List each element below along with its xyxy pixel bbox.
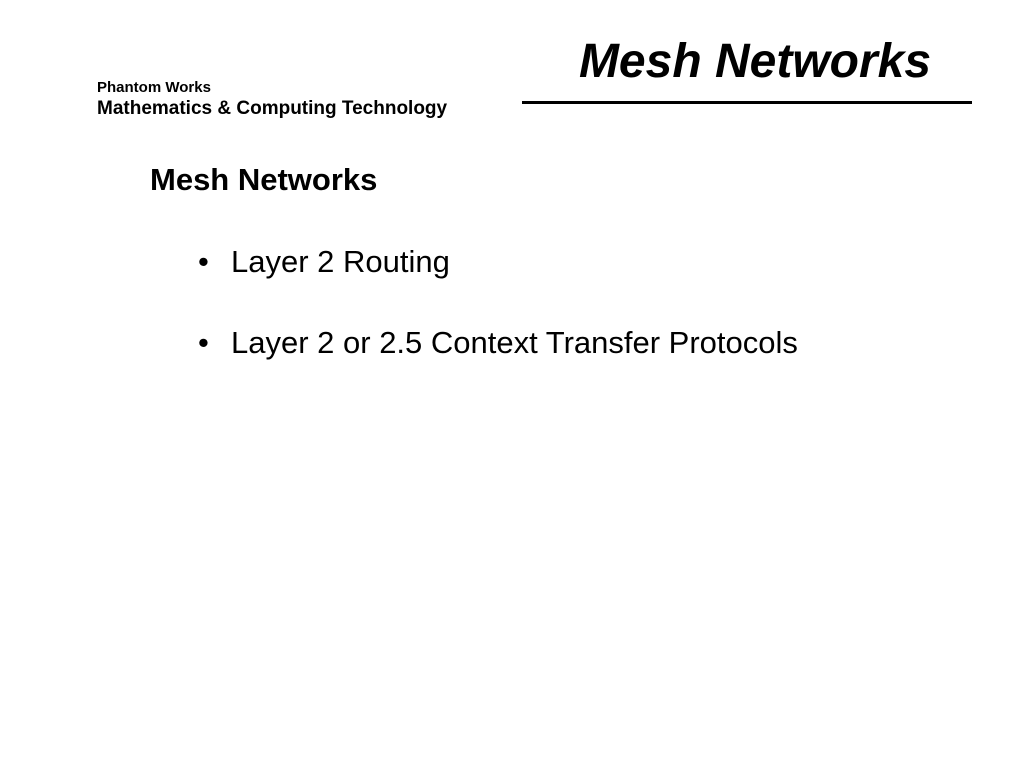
section-heading: Mesh Networks bbox=[150, 162, 378, 197]
department-name: Mathematics & Computing Technology bbox=[97, 98, 448, 119]
bullet-text: Layer 2 or 2.5 Context Transfer Protocol… bbox=[231, 325, 798, 360]
organization-name: Phantom Works bbox=[97, 79, 211, 96]
bullet-icon: • bbox=[198, 325, 209, 360]
header-divider bbox=[522, 101, 972, 104]
slide-header-title: Mesh Networks bbox=[578, 35, 932, 88]
bullet-icon: • bbox=[198, 244, 209, 279]
bullet-text: Layer 2 Routing bbox=[231, 244, 450, 279]
